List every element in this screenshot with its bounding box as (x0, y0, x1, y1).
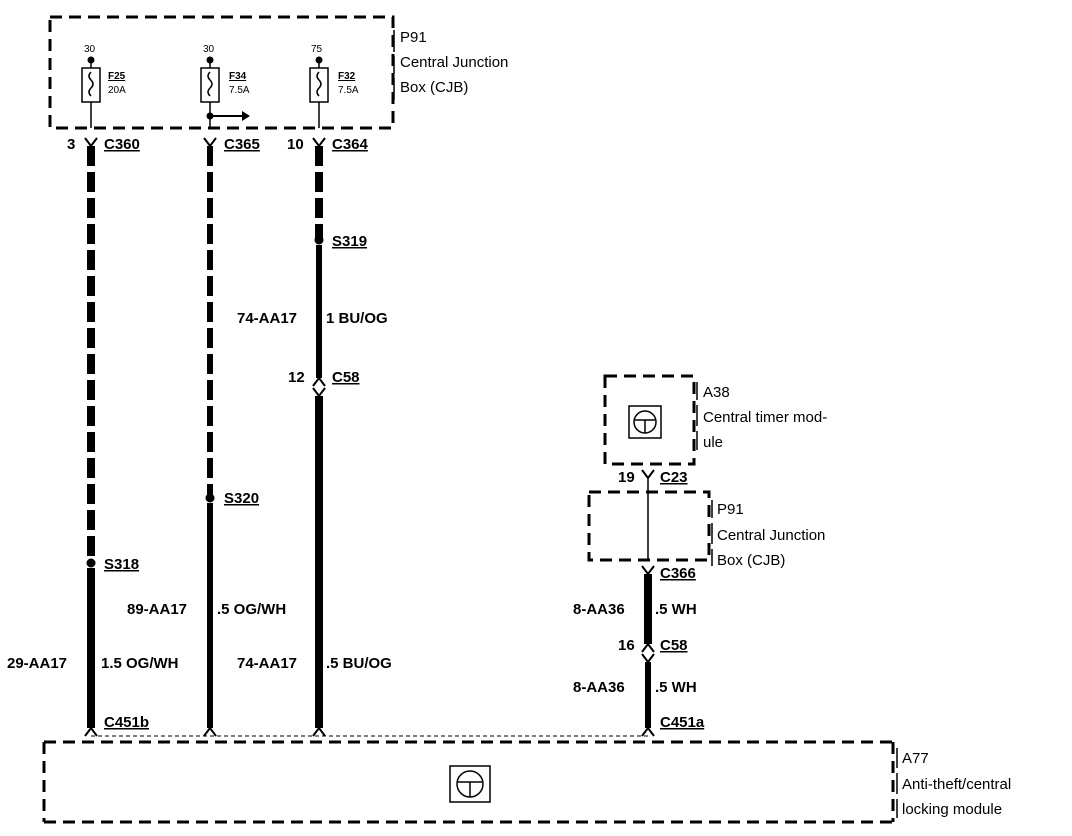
c366-label: C366 (660, 565, 696, 582)
fuse-f25: 30 F25 20A (81, 44, 126, 128)
c58-top-pin: 12 (288, 369, 305, 386)
c451a-label: C451a (660, 714, 705, 731)
fuse-f34-id: F34 (229, 71, 247, 82)
timer-module-box: A38 Central timer mod- ule (603, 374, 827, 466)
fuse-f32-supply: 75 (311, 44, 323, 55)
c365-label: C365 (224, 136, 260, 153)
wire-8-lower-circuit: 8-AA36 (573, 679, 625, 696)
fuse-f34: 30 F34 7.5A (200, 44, 250, 128)
wire-74-upper-circuit: 74-AA17 (237, 310, 297, 327)
c451b-label: C451b (104, 714, 149, 731)
c360-label: C360 (104, 136, 140, 153)
wire-29-circuit: 29-AA17 (7, 655, 67, 672)
wire-74-lower-circuit: 74-AA17 (237, 655, 297, 672)
top-cjb-box: P91 Central Junction Box (CJB) (48, 15, 508, 130)
c23-pin: 19 (618, 469, 635, 486)
c58-low-pin: 16 (618, 637, 635, 654)
c23-label: C23 (660, 469, 688, 486)
top-cjb-code: P91 (400, 29, 427, 46)
c364-pin: 10 (287, 136, 304, 153)
wire-74-upper-spec: 1 BU/OG (326, 310, 388, 327)
c58-top-label: C58 (332, 369, 360, 386)
mid-cjb-code: P91 (717, 501, 744, 518)
mid-cjb-name-line1: Central Junction (717, 527, 825, 544)
wire-a38-c451a (641, 469, 655, 737)
wire-8-lower-spec: .5 WH (655, 679, 697, 696)
fuse-f25-id: F25 (108, 71, 126, 82)
c58-low-label: C58 (660, 637, 688, 654)
mid-cjb-name-line2: Box (CJB) (717, 552, 785, 569)
fuse-f25-supply: 30 (84, 44, 96, 55)
locking-module-box: A77 Anti-theft/central locking module (42, 735, 1011, 824)
wire-89-spec: .5 OG/WH (217, 601, 286, 618)
timer-module-name-line2: ule (703, 434, 723, 451)
wire-8-upper-spec: .5 WH (655, 601, 697, 618)
timer-module-code: A38 (703, 384, 730, 401)
c364-label: C364 (332, 136, 369, 153)
mid-cjb-box: P91 Central Junction Box (CJB) (587, 490, 825, 569)
locking-module-name-line1: Anti-theft/central (902, 776, 1011, 793)
fuse-f25-rating: 20A (108, 85, 126, 96)
c360-pin: 3 (67, 136, 75, 153)
wire-f32-c451b (312, 137, 326, 737)
fuse-f32-rating: 7.5A (338, 85, 359, 96)
wire-8-upper-circuit: 8-AA36 (573, 601, 625, 618)
locking-module-name-line2: locking module (902, 801, 1002, 818)
wire-29-spec: 1.5 OG/WH (101, 655, 179, 672)
wire-f25-c451b (84, 137, 98, 737)
fuse-f34-rating: 7.5A (229, 85, 250, 96)
wire-f34-c451b (203, 137, 217, 737)
s320-label: S320 (224, 490, 259, 507)
timer-module-name-line1: Central timer mod- (703, 409, 827, 426)
fuse-f32-id: F32 (338, 71, 356, 82)
timer-module-symbol-icon (628, 405, 662, 439)
fuse-f34-supply: 30 (203, 44, 215, 55)
wire-74-lower-spec: .5 BU/OG (326, 655, 392, 672)
locking-module-code: A77 (902, 750, 929, 767)
top-cjb-name-line2: Box (CJB) (400, 79, 468, 96)
wire-89-circuit: 89-AA17 (127, 601, 187, 618)
locking-module-symbol-icon (449, 765, 491, 803)
s318-label: S318 (104, 556, 139, 573)
fuse-f32: 75 F32 7.5A (309, 44, 359, 128)
top-cjb-name-line1: Central Junction (400, 54, 508, 71)
s319-label: S319 (332, 233, 367, 250)
